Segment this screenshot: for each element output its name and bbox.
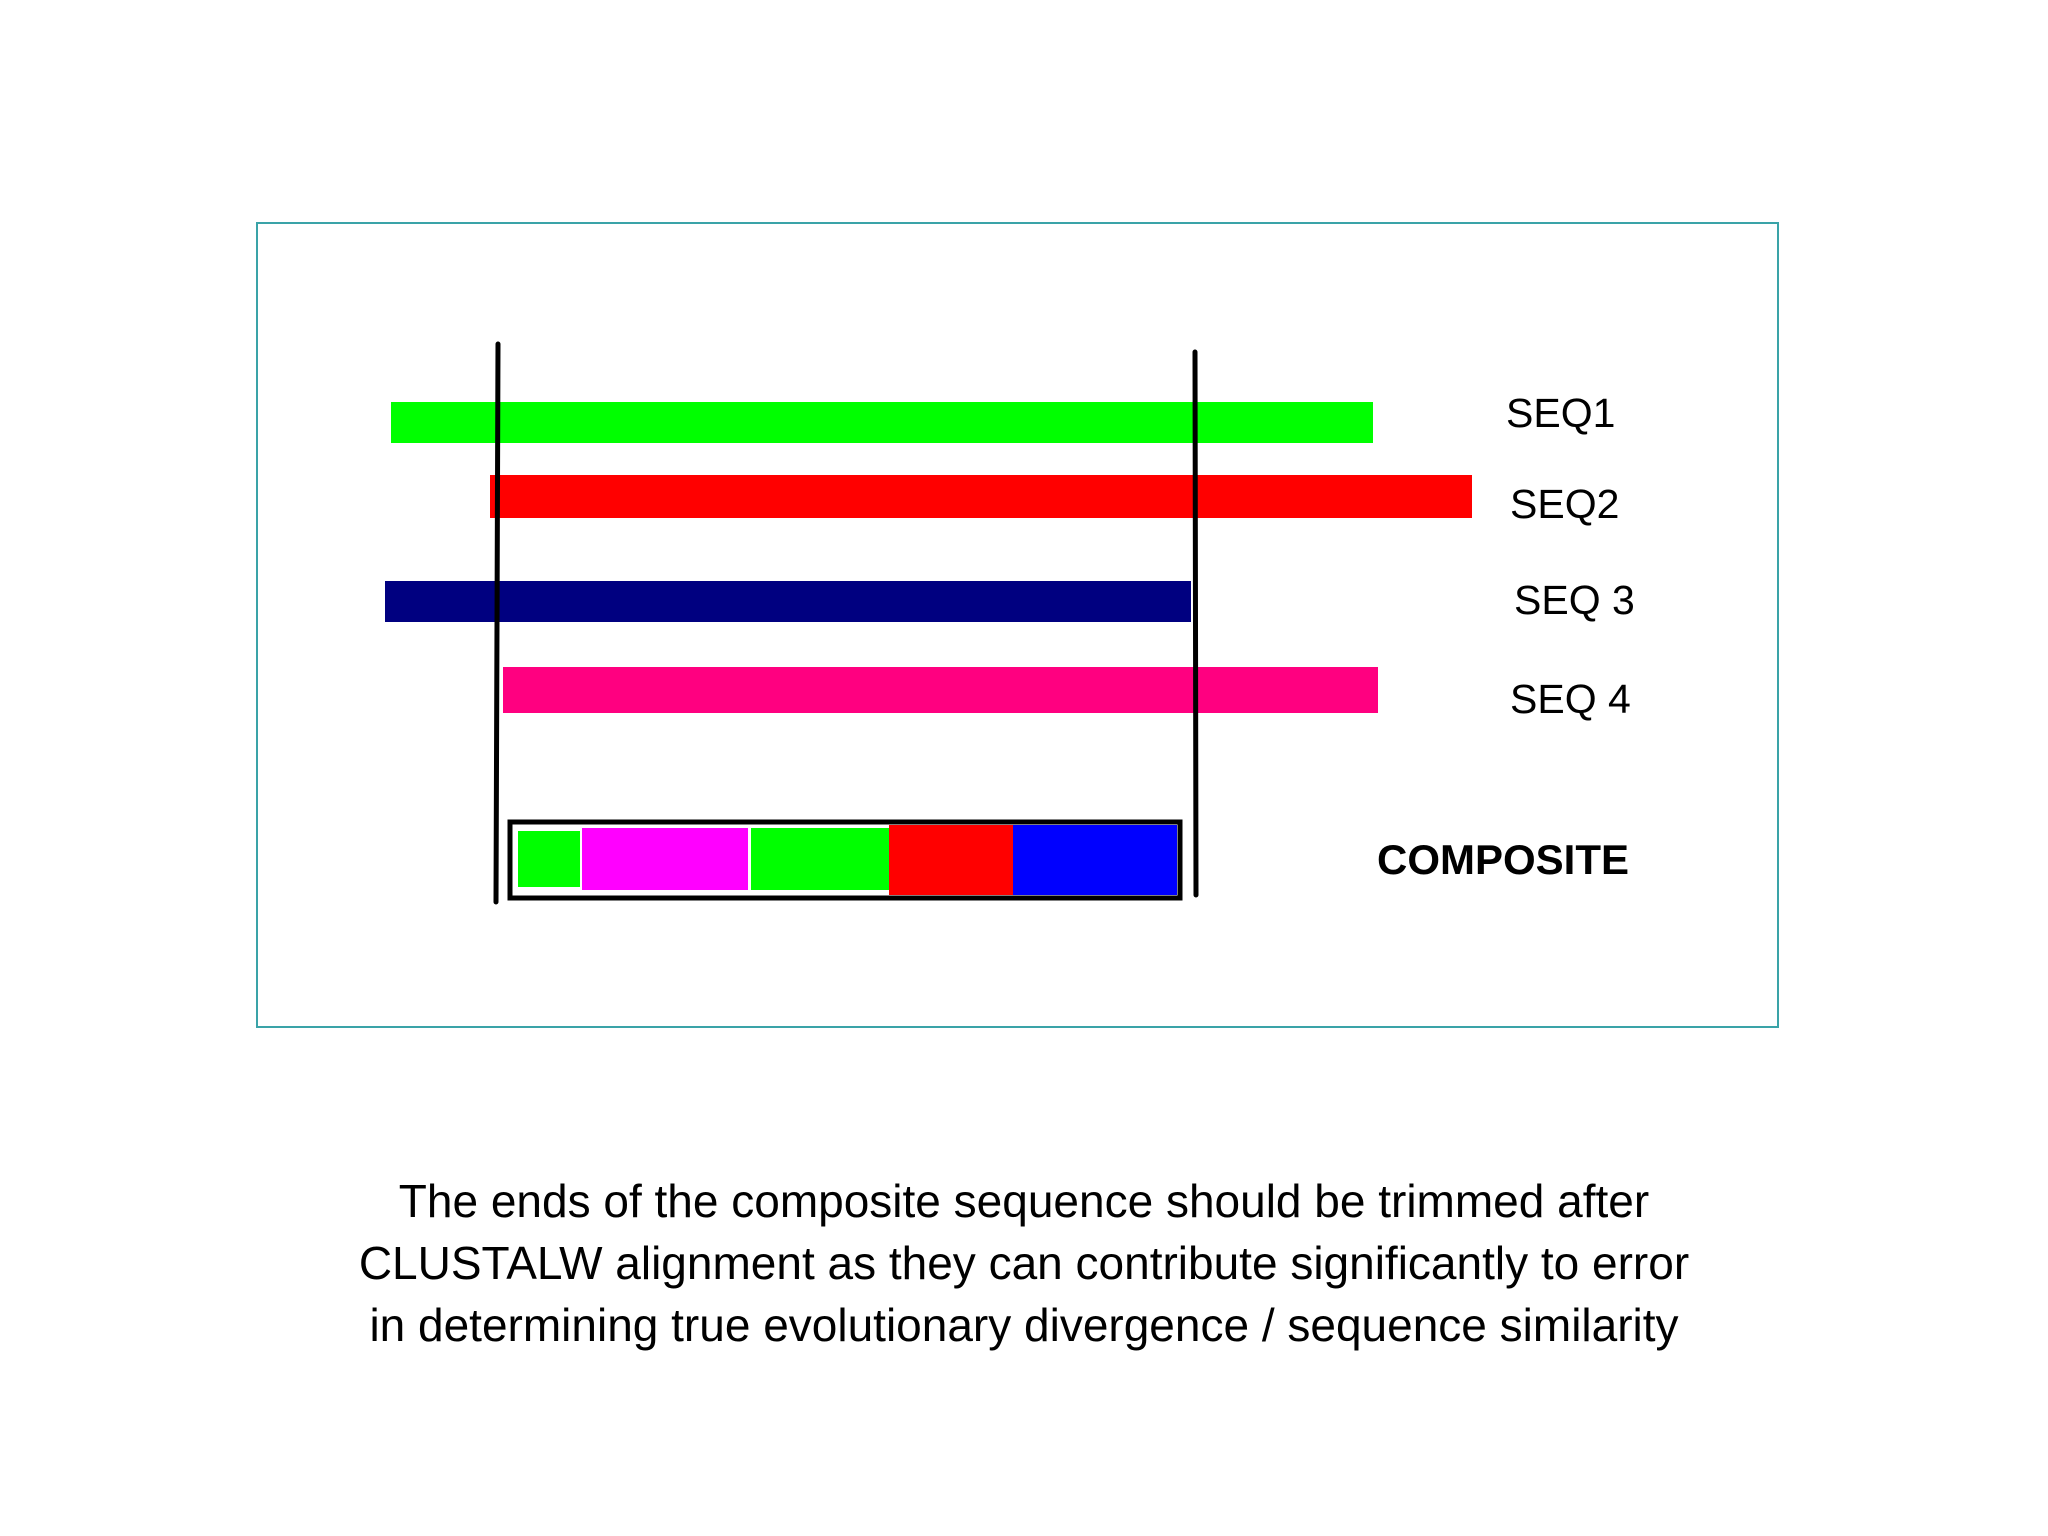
caption-line-2: CLUSTALW alignment as they can contribut… [358,1237,1690,1289]
caption-line-3: in determining true evolutionary diverge… [369,1299,1679,1351]
seq4-label: SEQ 4 [1510,676,1631,722]
seq1-bar [391,402,1373,443]
composite-segment-5 [1013,825,1177,895]
composite-segment-4 [889,825,1013,895]
seq1-label: SEQ1 [1506,390,1615,436]
seq4-bar [503,667,1378,713]
seq3-label: SEQ 3 [1514,577,1635,623]
seq2-label: SEQ2 [1510,481,1619,527]
diagram-frame [256,222,1779,1028]
caption: The ends of the composite sequence shoul… [0,1170,2048,1356]
composite-label: COMPOSITE [1377,836,1629,883]
seq3-bar [385,581,1191,622]
left-trim-line [493,341,501,905]
seq2-bar [490,475,1472,518]
composite-segment-3 [751,828,889,890]
caption-line-1: The ends of the composite sequence shoul… [398,1175,1650,1227]
right-trim-line [1192,349,1199,898]
composite-segment-2 [582,828,748,890]
composite-segment-1 [518,831,580,887]
composite-box [507,819,1183,901]
